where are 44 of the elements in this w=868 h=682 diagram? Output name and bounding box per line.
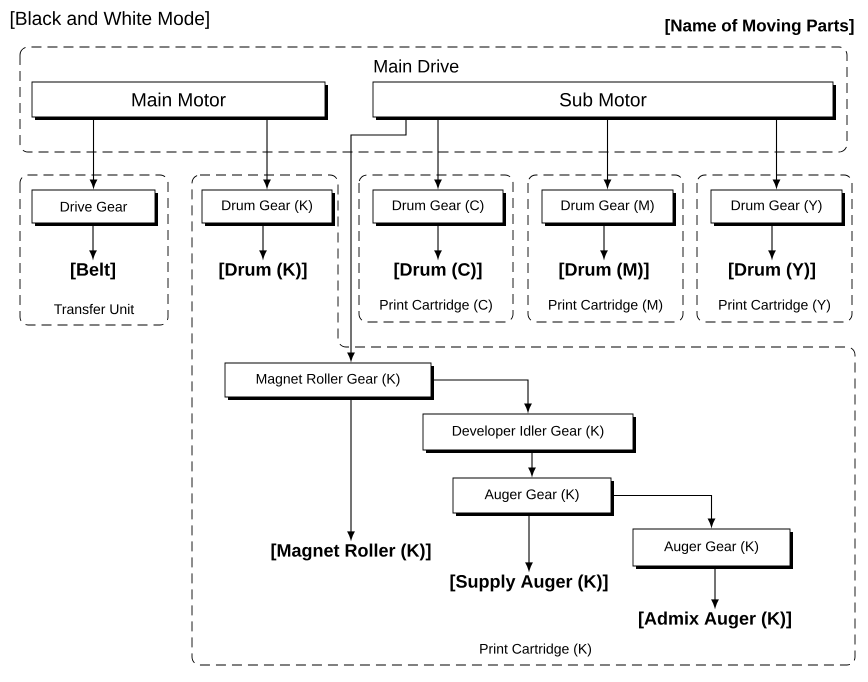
gear-box: Drive Gear [32,190,158,226]
arrow [434,223,442,259]
gear-box: Developer Idler Gear (K) [422,414,636,453]
motor-box: Main Motor [32,82,328,120]
group-label: Print Cartridge (Y) [719,299,830,313]
arrow [611,494,716,527]
group-label: Main Drive [374,59,458,73]
arrow [772,117,780,188]
arrow [263,117,271,188]
arrow [525,513,533,571]
group-label: Print Cartridge (K) [480,643,592,657]
arrow [347,117,407,361]
arrow [434,117,442,188]
motor-box: Sub Motor [372,82,836,120]
part-name: [Drum (C)] [394,262,482,280]
gear-box: Drum Gear (M) [542,190,676,226]
arrow [347,397,355,540]
gear-box: Drum Gear (Y) [710,190,845,226]
arrow [604,117,612,188]
heading: [Black and White Mode] [10,11,209,29]
part-name: [Supply Auger (K)] [450,574,608,592]
arrow [90,117,98,188]
arrow [528,450,536,476]
gear-box: Drum Gear (C) [372,190,506,226]
part-name: [Belt] [71,262,115,280]
gear-box: Drum Gear (K) [202,190,335,226]
arrow [768,223,776,259]
gear-box: Auger Gear (K) [452,478,614,516]
group-label: Transfer Unit [54,304,134,314]
arrow [89,223,97,259]
arrow [259,223,267,259]
part-name: [Admix Auger (K)] [639,612,791,628]
part-name: [Magnet Roller (K)] [272,544,430,560]
arrow [600,223,608,259]
section-heading: [Name of Moving Parts] [666,19,854,35]
arrow [431,379,532,412]
part-name: [Drum (Y)] [729,262,815,280]
arrow [711,566,719,608]
group-label: Print Cartridge (M) [549,299,662,313]
gear-box: Auger Gear (K) [632,528,793,569]
gear-box: Magnet Roller Gear (K) [224,362,434,400]
group-label: Print Cartridge (C) [380,299,492,313]
part-name: [Drum (K)] [220,262,306,280]
part-name: [Drum (M)] [560,262,648,280]
